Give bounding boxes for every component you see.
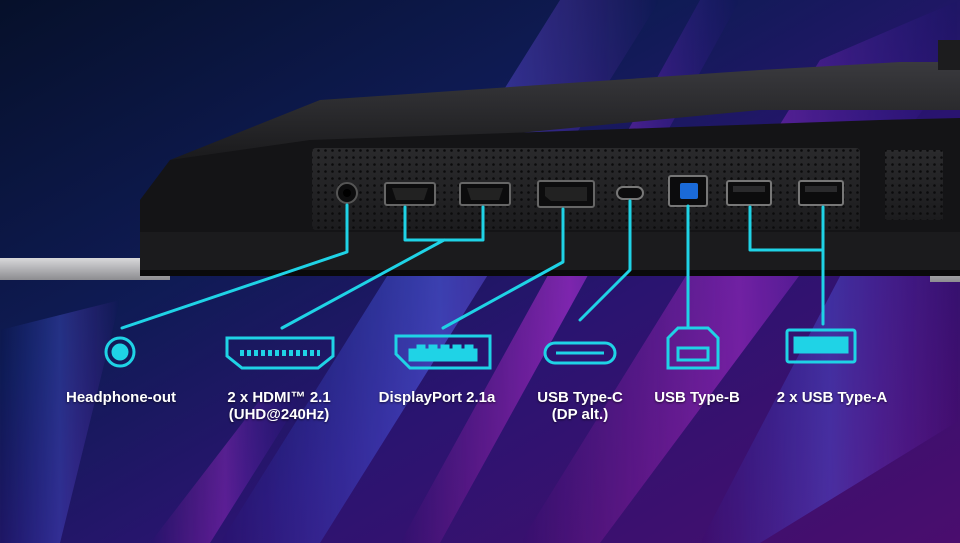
usb-b-port (668, 175, 708, 207)
monitor-rear-top (170, 62, 960, 160)
headphone-jack-icon (104, 336, 136, 368)
usb-a-port-1 (726, 180, 772, 206)
usb-a-port-2 (798, 180, 844, 206)
usb-type-c-icon (543, 341, 617, 365)
displayport-port (537, 180, 595, 208)
usb-type-a-icon (785, 328, 857, 364)
physical-ports (336, 175, 844, 208)
hdmi-port-1 (384, 182, 436, 206)
hdmi-port-icon (225, 336, 335, 370)
usb-c-port (616, 186, 644, 200)
leader-lines (120, 199, 825, 330)
displayport-icon (394, 334, 492, 370)
hdmi-port-2 (459, 182, 511, 206)
usb-type-b-icon (666, 326, 720, 370)
stand-bar (0, 258, 170, 280)
